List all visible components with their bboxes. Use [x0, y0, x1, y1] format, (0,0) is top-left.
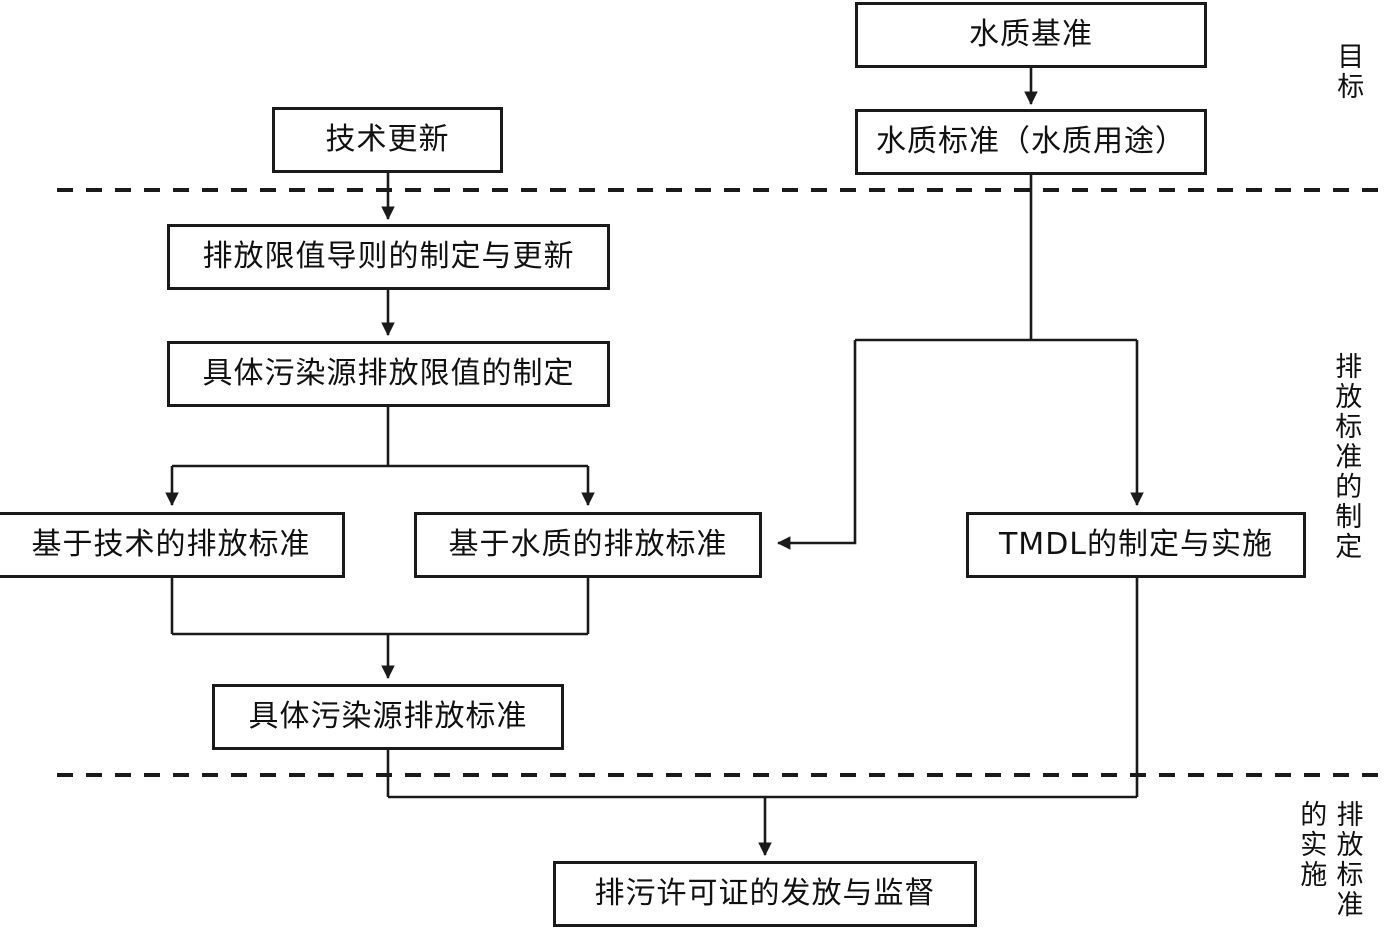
band-label-implementation-col2: 的实施 — [1295, 800, 1327, 890]
band-label-standard-formulation: 排放标准的制定 — [1330, 352, 1362, 562]
node-label: TMDL的制定与实施 — [998, 527, 1274, 562]
band-label-goal: 目标 — [1332, 42, 1364, 102]
node-label: 水质基准 — [969, 17, 1093, 52]
node-technology-update[interactable]: 技术更新 — [272, 107, 503, 173]
node-label: 排放限值导则的制定与更新 — [202, 239, 575, 274]
node-label: 技术更新 — [325, 122, 450, 157]
band-label-implementation-col1: 排放标准 — [1331, 800, 1363, 920]
node-specific-source-standard[interactable]: 具体污染源排放标准 — [212, 684, 564, 750]
node-label: 基于水质的排放标准 — [448, 527, 728, 562]
node-water-quality-based-standard[interactable]: 基于水质的排放标准 — [414, 512, 762, 578]
node-specific-source-limit[interactable]: 具体污染源排放限值的制定 — [167, 341, 610, 407]
node-label: 水质标准（水质用途） — [876, 124, 1186, 159]
node-tmdl-formulation[interactable]: TMDL的制定与实施 — [966, 512, 1306, 578]
node-label: 基于技术的排放标准 — [31, 527, 311, 562]
node-permit-issue-supervision[interactable]: 排污许可证的发放与监督 — [553, 861, 977, 927]
node-label: 具体污染源排放限值的制定 — [202, 356, 575, 391]
node-label: 具体污染源排放标准 — [248, 699, 528, 734]
band-label-standard-implementation: 排放标准 的实施 — [1295, 800, 1363, 920]
node-water-quality-standard[interactable]: 水质标准（水质用途） — [855, 109, 1207, 175]
node-technology-based-standard[interactable]: 基于技术的排放标准 — [0, 512, 345, 578]
node-discharge-limit-guideline[interactable]: 排放限值导则的制定与更新 — [167, 224, 610, 290]
node-label: 排污许可证的发放与监督 — [594, 876, 936, 911]
edge-wqstandard-to-wqbased — [776, 340, 857, 550]
node-water-quality-criteria[interactable]: 水质基准 — [855, 2, 1207, 68]
